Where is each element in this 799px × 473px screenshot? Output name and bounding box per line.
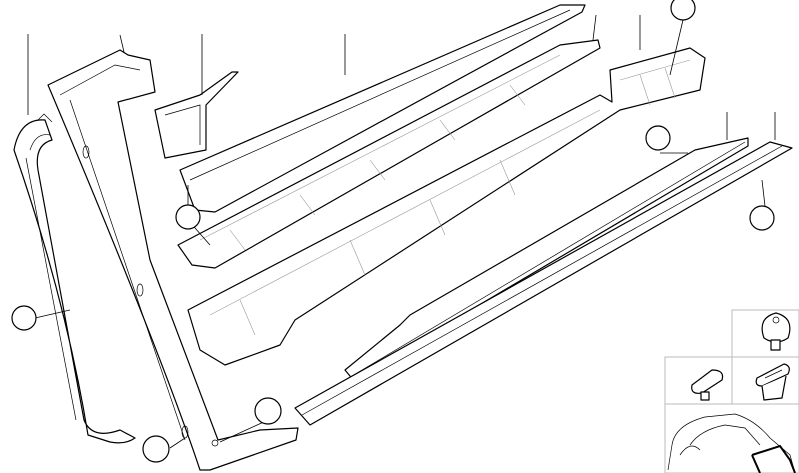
inset-car-location xyxy=(664,403,799,473)
inset-cap-10[interactable] xyxy=(664,356,733,405)
part-6-roof-strip[interactable] xyxy=(179,4,586,213)
inset-clip-4[interactable] xyxy=(731,356,799,405)
part-2-door-frame-trim[interactable] xyxy=(47,49,299,471)
part-8-trim-strip[interactable] xyxy=(344,137,749,383)
leader-lines xyxy=(27,14,776,449)
part-9-rocker-strip[interactable] xyxy=(294,141,793,426)
part-5-sill-trim[interactable] xyxy=(177,39,601,269)
inset-clip-11[interactable] xyxy=(731,309,799,358)
part-7-sill-panel[interactable] xyxy=(187,47,706,366)
callout-labels xyxy=(11,0,775,463)
part-1-pillar-trim[interactable] xyxy=(13,113,136,444)
part-3-bracket[interactable] xyxy=(154,71,239,159)
